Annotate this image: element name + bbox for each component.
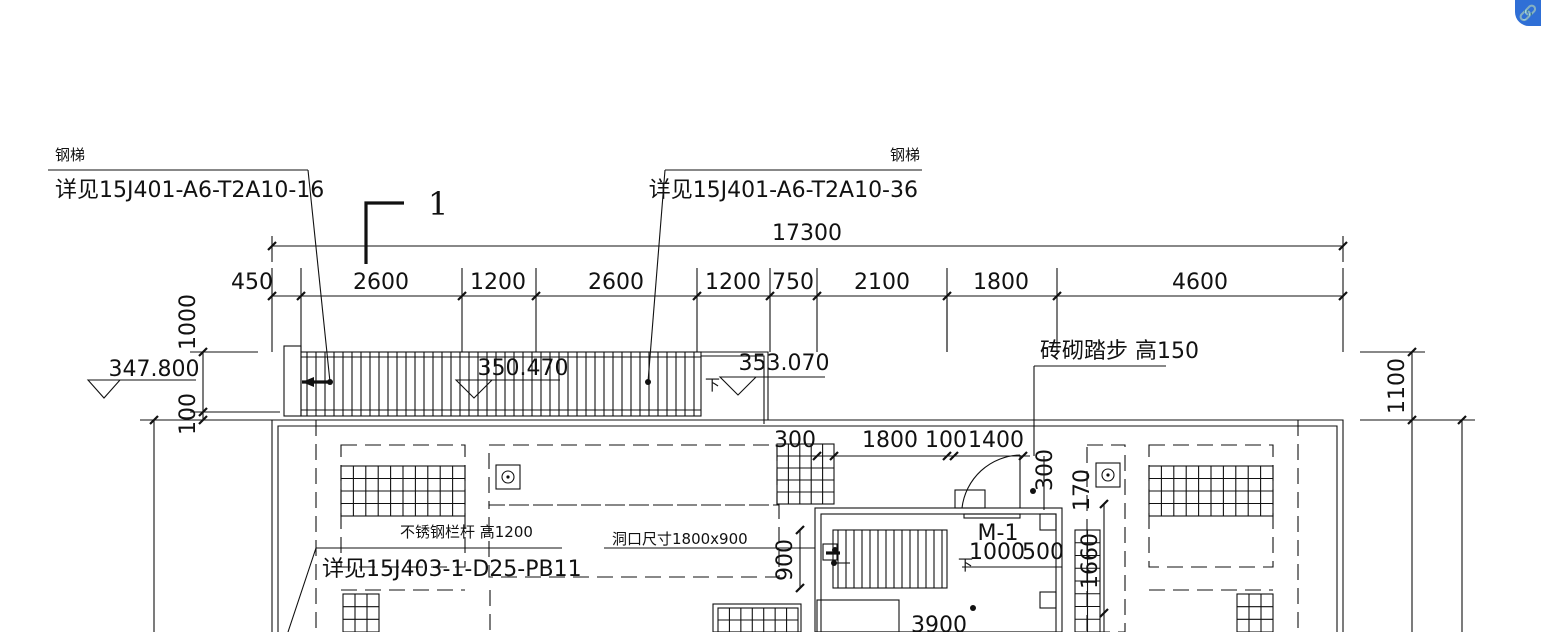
segment-dimension-line: 450 2600 1200 2600 1200 750 2100 1800 46…: [231, 268, 1348, 352]
dim-3900: 3900: [911, 613, 967, 632]
dim-1100: 1100: [1385, 358, 1410, 414]
ladder-callout-left: 钢梯 详见15J401-A6-T2A10-16: [48, 146, 331, 383]
dashed-outlines: [340, 444, 1274, 632]
drawing-line: [765, 291, 775, 301]
elevation-right-text: 353.070: [739, 351, 830, 376]
ladder-right-title: 钢梯: [890, 146, 920, 164]
dim-segment-6: 750: [772, 270, 814, 295]
dim-segment-2: 2600: [353, 270, 409, 295]
right-vertical-dimensions: 1100: [1360, 347, 1475, 632]
ladder-right-ref: 详见15J401-A6-T2A10-36: [649, 178, 918, 203]
elevation-right: 353.070 下: [705, 351, 830, 396]
dim-segment-8: 1800: [973, 270, 1029, 295]
dim-1660-vertical: 1660: [1078, 533, 1103, 589]
dim-segment-3: 1200: [470, 270, 526, 295]
elevation-left-text: 347.800: [109, 357, 200, 382]
dim-segment-5: 1200: [705, 270, 761, 295]
hatched-panels: [340, 443, 1274, 632]
dim-170-vertical: 170: [1070, 469, 1095, 511]
ladder-callout-right: 钢梯 详见15J401-A6-T2A10-36: [647, 146, 922, 383]
drawing-line: [1338, 291, 1348, 301]
brick-step-callout: 砖砌踏步 高150: [1033, 339, 1199, 456]
dim-100: 100: [176, 393, 201, 435]
drawing-line: [296, 291, 306, 301]
drawing-line: [942, 291, 952, 301]
opening-size: 洞口尺寸1800x900: [612, 530, 748, 548]
dim-segment-4: 2600: [588, 270, 644, 295]
opening-callout: 洞口尺寸1800x900 900 3900: [604, 525, 967, 632]
dim-segment-9: 4600: [1172, 270, 1228, 295]
ladder-left-title: 钢梯: [55, 146, 85, 164]
drain-marker-left: [495, 464, 521, 490]
inner-dimensions: 300 1800 100 1400 300 170 1660: [774, 428, 1109, 632]
dim-1000: 1000: [176, 294, 201, 350]
elevation-left: 347.800: [86, 357, 200, 399]
hatch-panel: [776, 443, 835, 505]
railing-ref: 详见15J403-1-D25-PB11: [322, 557, 582, 582]
down-label: 下: [705, 376, 720, 394]
dim-300-vertical: 300: [1033, 449, 1058, 491]
left-vertical-dimensions: 1000 100: [140, 294, 280, 632]
building-outer-wall: [271, 300, 1344, 632]
steel-ladder-walkway: [283, 345, 769, 424]
ladder-left-ref: 详见15J401-A6-T2A10-16: [55, 178, 324, 203]
dim-segment-7: 2100: [854, 270, 910, 295]
hatch-panel: [342, 593, 380, 632]
railing-title: 不锈钢栏杆 高1200: [400, 523, 533, 541]
railing-callout: 不锈钢栏杆 高1200 详见15J403-1-D25-PB11: [287, 523, 582, 632]
drawing-line: [812, 291, 822, 301]
inner-dim-1400: 1400: [968, 428, 1024, 453]
dim-900-vertical: 900: [773, 539, 798, 581]
link-icon[interactable]: 🔗: [1515, 0, 1541, 26]
brick-step-label: 砖砌踏步 高150: [1040, 339, 1199, 364]
drawing-line: [692, 291, 702, 301]
section-marker-number: 1: [428, 185, 448, 223]
drawing-line: [531, 291, 541, 301]
stair-core: M-1 1000 500 下: [712, 454, 1064, 632]
elevation-middle-text: 350.470: [478, 356, 569, 381]
drawing-line: [1052, 291, 1062, 301]
drawing-line: [267, 291, 277, 301]
dim-segment-1: 450: [231, 270, 273, 295]
overall-dimension: 17300: [267, 221, 1348, 262]
overall-dimension-text: 17300: [772, 221, 842, 246]
hatch-panel: [1236, 593, 1274, 632]
core-down-label: 下: [958, 556, 973, 574]
section-marker: 1: [364, 185, 448, 264]
inner-dim-300: 300: [774, 428, 816, 453]
inner-dim-1800: 1800: [862, 428, 918, 453]
door-dim-500: 500: [1022, 540, 1064, 565]
door-dim-1000: 1000: [969, 540, 1025, 565]
drain-marker-right: [1095, 462, 1121, 488]
door-label: M-1: [978, 521, 1019, 546]
elevation-middle: 350.470: [454, 356, 569, 399]
drawing-line: [457, 291, 467, 301]
inner-dim-100: 100: [925, 428, 967, 453]
